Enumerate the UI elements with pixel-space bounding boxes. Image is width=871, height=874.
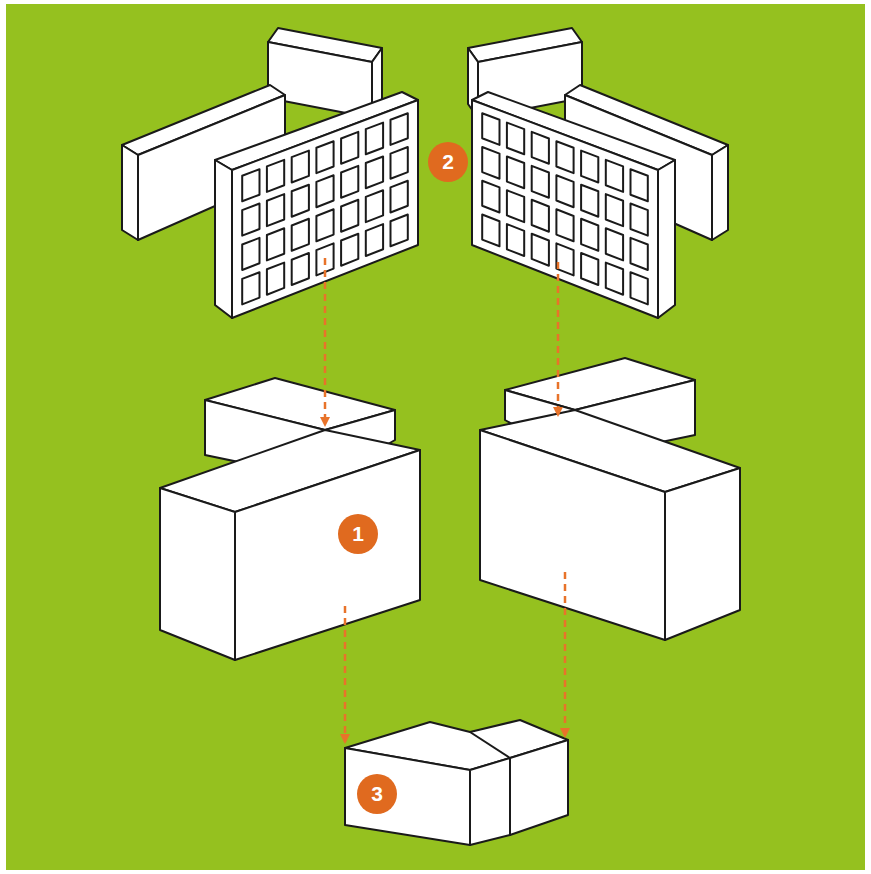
grid-cell <box>292 151 309 183</box>
volume-block <box>480 358 740 640</box>
grid-cell <box>482 113 499 145</box>
callout-text: 1 <box>352 522 364 546</box>
grid-cell <box>556 243 573 275</box>
callout-number: 2 <box>428 142 468 182</box>
grid-cell <box>482 181 499 213</box>
callout-number: 1 <box>338 514 378 554</box>
grid-cell <box>366 157 383 189</box>
grid-cell <box>341 200 358 232</box>
grid-cell <box>391 181 408 213</box>
background <box>6 4 865 870</box>
grid-cell <box>267 160 284 192</box>
callout-text: 2 <box>442 150 454 174</box>
callout-text: 3 <box>371 782 383 806</box>
grid-cell <box>631 204 648 236</box>
grid-cell <box>341 166 358 198</box>
grid-cell <box>507 224 524 256</box>
grid-cell <box>242 238 259 270</box>
grid-cell <box>581 253 598 285</box>
grid-cell <box>341 132 358 164</box>
grid-cell <box>482 147 499 179</box>
grid-cell <box>556 209 573 241</box>
volume-block <box>160 378 420 660</box>
grid-cell <box>532 200 549 232</box>
grid-cell <box>366 224 383 256</box>
grid-cell <box>507 157 524 189</box>
grid-cell <box>532 166 549 198</box>
grid-cell <box>606 263 623 295</box>
grid-cell <box>581 219 598 251</box>
grid-cell <box>606 194 623 226</box>
grid-cell <box>316 141 333 173</box>
grid-cell <box>482 215 499 247</box>
grid-cell <box>556 175 573 207</box>
grid-cell <box>341 234 358 266</box>
grid-cell <box>391 215 408 247</box>
grid-cell <box>292 219 309 251</box>
grid-cell <box>581 151 598 183</box>
grid-cell <box>606 228 623 260</box>
grid-panel <box>472 92 675 318</box>
grid-cell <box>242 272 259 304</box>
grid-cell <box>631 272 648 304</box>
grid-cell <box>507 190 524 222</box>
grid-cell <box>267 228 284 260</box>
grid-cell <box>631 238 648 270</box>
grid-cell <box>391 147 408 179</box>
grid-cell <box>507 123 524 155</box>
grid-cell <box>316 175 333 207</box>
grid-cell <box>292 185 309 217</box>
dashed-arrows <box>325 258 565 742</box>
wall-group <box>468 28 728 240</box>
grid-cell <box>581 185 598 217</box>
grid-cell <box>631 169 648 201</box>
grid-cell <box>316 209 333 241</box>
grid-cell <box>292 253 309 285</box>
grid-cell <box>366 190 383 222</box>
grid-cell <box>366 123 383 155</box>
grid-cell <box>242 204 259 236</box>
combined-block <box>345 720 568 845</box>
grid-cell <box>267 194 284 226</box>
grid-cell <box>556 141 573 173</box>
callout-number: 3 <box>357 774 397 814</box>
grid-cell <box>242 169 259 201</box>
grid-cell <box>606 160 623 192</box>
grid-cell <box>532 234 549 266</box>
grid-cell <box>267 263 284 295</box>
grid-cell <box>391 113 408 145</box>
grid-cell <box>532 132 549 164</box>
grid-panel <box>215 92 418 318</box>
